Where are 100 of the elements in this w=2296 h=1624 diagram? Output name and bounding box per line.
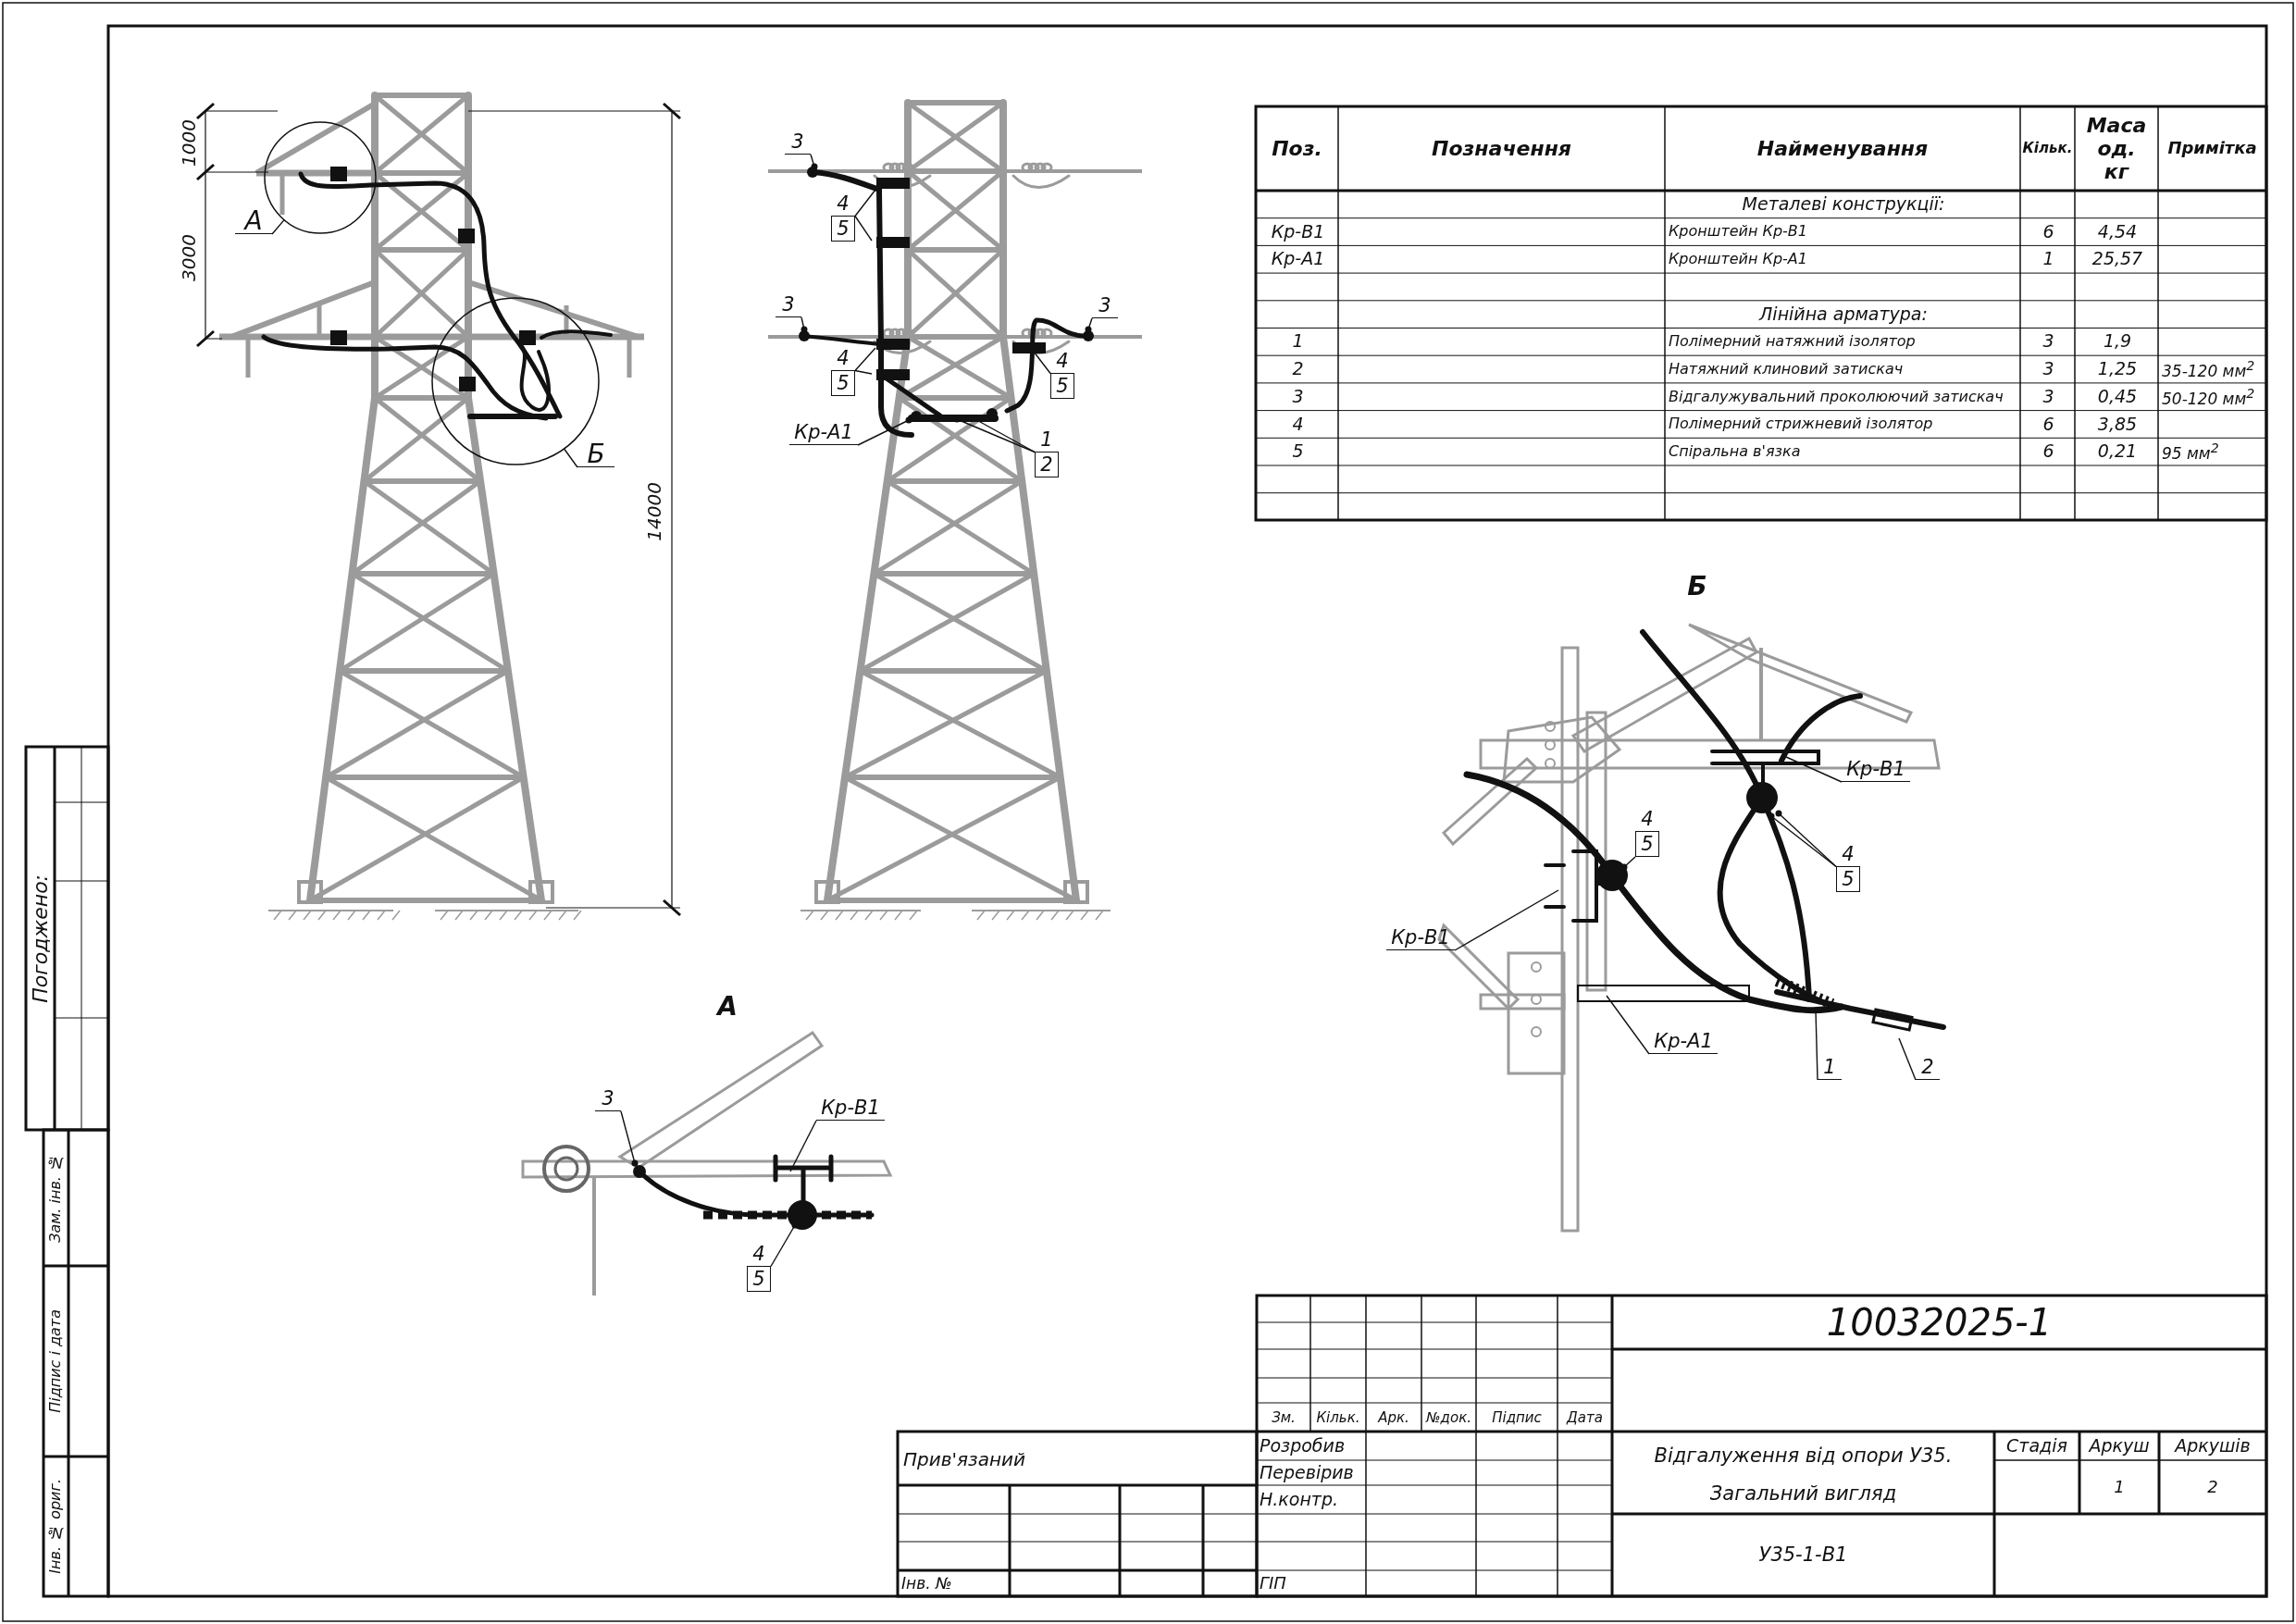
title-block-entry: Н.контр.: [1260, 1490, 1339, 1510]
table-entry: Полімерний стрижневий ізолятор: [1669, 415, 1933, 433]
callout-number: 3: [776, 292, 801, 317]
title-block-entry: 2: [2207, 1477, 2218, 1497]
leader-line: [1620, 856, 1636, 871]
title-block-entry: Кільк.: [1316, 1409, 1360, 1427]
callout-label: Кр-А1: [1649, 1029, 1718, 1054]
callout-number: 3: [785, 130, 811, 155]
table-entry: Кронштейн Кр-А1: [1669, 251, 1807, 268]
table-entry: Натяжний клиновий затискач: [1669, 360, 1904, 378]
title-block-entry: Аркушів: [2175, 1436, 2251, 1457]
leader-line: [770, 1221, 799, 1268]
leader-line: [1898, 1037, 1917, 1081]
callout-number: 1: [1818, 1055, 1842, 1080]
table-entry: Металеві конструкції:: [1742, 193, 1945, 215]
leader-line: [789, 1120, 817, 1172]
table-entry: 6: [2042, 441, 2054, 463]
table-entry: 6: [2042, 221, 2054, 242]
table-entry: 5: [1292, 441, 1304, 463]
leader-line: [1785, 756, 1843, 783]
callout-number: 3: [1092, 293, 1118, 318]
leader-line: [854, 215, 873, 242]
table-entry: 0,21: [2097, 441, 2138, 463]
stamp-entry: Погоджено:: [29, 874, 53, 1003]
table-entry: Спіральна в'язка: [1669, 442, 1801, 461]
stamp-entry: Інв. № ориг.: [47, 1479, 65, 1574]
callout-label: Кр-В1: [1386, 925, 1455, 950]
title-block-entry: ГІП: [1260, 1574, 1286, 1593]
callout-number: 3: [595, 1086, 621, 1111]
column-header: Кільк.: [2022, 140, 2073, 157]
callout-label: Кр-А1: [789, 420, 858, 445]
drawing-number: 10032025-1: [1826, 1301, 2053, 1344]
callout-number: 5: [831, 371, 855, 396]
title-block-entry: 1: [2114, 1477, 2125, 1497]
leader-line: [857, 416, 912, 446]
dimension-text: 14000: [643, 482, 665, 541]
title-block-entry: Стадія: [2006, 1436, 2067, 1457]
drawing-title: Загальний вигляд: [1709, 1481, 1897, 1506]
table-entry: 4: [1292, 414, 1304, 435]
leader-line: [810, 154, 818, 170]
table-entry: 3,85: [2097, 414, 2138, 435]
leader-line: [1033, 351, 1051, 375]
table-entry: 0,45: [2097, 386, 2138, 407]
callout-label: Кр-В1: [1842, 757, 1910, 782]
column-header: Маса од. кг: [2085, 113, 2148, 184]
leader-line: [854, 189, 876, 217]
detail-circle: [264, 121, 377, 234]
callout-number: 5: [1836, 867, 1860, 892]
table-entry: 6: [2042, 414, 2054, 435]
table-entry: Відгалужувальний проколюючий затискач: [1669, 388, 2004, 405]
dimension-text: 3000: [178, 233, 200, 281]
callout-number: 4: [1836, 842, 1860, 867]
callout-number: 4: [747, 1242, 771, 1267]
table-entry: 3: [1292, 386, 1304, 407]
table-entry: 95 мм$^{2}$: [2162, 440, 2219, 464]
column-header: Найменування: [1756, 136, 1929, 161]
table-entry: 1,25: [2097, 359, 2138, 379]
table-entry: 3: [2042, 359, 2054, 379]
table-entry: 25,57: [2091, 249, 2143, 270]
view-title: А: [717, 991, 738, 1023]
callout-number: Б: [577, 442, 614, 467]
title-block-entry: Прив'язаний: [903, 1449, 1025, 1470]
callout-number: 5: [1635, 832, 1659, 857]
title-block-entry: Аркуш: [2089, 1436, 2150, 1457]
callout-number: 4: [1050, 349, 1074, 374]
callout-label: Кр-В1: [816, 1096, 885, 1121]
table-entry: 3: [2042, 331, 2054, 353]
title-block-entry: Арк.: [1378, 1409, 1409, 1427]
title-block-entry: У35-1-В1: [1758, 1543, 1848, 1567]
callout-number: 2: [1035, 452, 1059, 477]
leader-line: [620, 1110, 639, 1167]
table-entry: 35-120 мм$^{2}$: [2162, 357, 2255, 381]
table-entry: Кр-В1: [1271, 221, 1325, 242]
callout-number: 5: [1050, 374, 1074, 399]
leader-line: [1606, 995, 1650, 1055]
leader-line: [854, 369, 873, 375]
table-entry: 4,54: [2097, 221, 2138, 242]
drawing-title: Відгалуження від опори У35.: [1654, 1444, 1953, 1468]
leader-line: [563, 448, 578, 468]
callout-number: 4: [831, 192, 855, 217]
callout-number: 5: [747, 1267, 771, 1292]
callout-number: 1: [1035, 428, 1059, 452]
table-entry: Полімерний натяжний ізолятор: [1669, 333, 1916, 351]
table-entry: Лінійна арматура:: [1759, 304, 1928, 325]
view-title: Б: [1687, 571, 1707, 602]
leader-line: [1085, 317, 1093, 333]
table-entry: 50-120 мм$^{2}$: [2162, 385, 2255, 408]
table-entry: Кронштейн Кр-В1: [1669, 223, 1807, 241]
callout-number: 2: [1916, 1055, 1940, 1080]
leader-line: [800, 316, 808, 333]
table-entry: Кр-А1: [1271, 249, 1325, 270]
table-entry: 1: [2042, 249, 2054, 270]
table-entry: 1: [1292, 331, 1304, 353]
stamp-entry: Зам. інв. №: [47, 1153, 65, 1243]
column-header: Поз.: [1272, 136, 1322, 161]
callout-number: 4: [1635, 807, 1659, 832]
title-block-entry: №док.: [1426, 1409, 1471, 1427]
table-entry: 2: [1292, 359, 1304, 379]
callout-number: А: [235, 209, 272, 234]
stamp-entry: Підпис і дата: [47, 1309, 65, 1413]
